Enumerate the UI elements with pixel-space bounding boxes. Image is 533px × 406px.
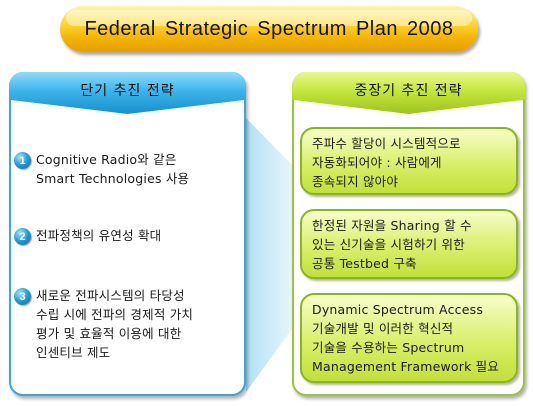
- mid-long-term-box-2-text: 한정된 자원을 Sharing 할 수 있는 신기술을 시험하기 위한 공통 T…: [312, 218, 472, 271]
- mid-long-term-box-3: Dynamic Spectrum Access 기술개발 및 이러한 혁신적 기…: [300, 293, 518, 383]
- mid-long-term-box-1-text: 주파수 할당이 시스템적으로 자동화되어야 : 사람에게 종속되지 않아야: [312, 136, 461, 189]
- short-term-item-3: 3 새로운 전파시스템의 타당성 수립 시에 전파의 경제적 가치 평가 및 효…: [14, 286, 239, 362]
- number-3-icon: 3: [14, 288, 31, 305]
- short-term-item-3-text: 새로운 전파시스템의 타당성 수립 시에 전파의 경제적 가치 평가 및 효율적…: [36, 288, 194, 360]
- number-2-icon: 2: [14, 228, 31, 245]
- title-banner: Federal Strategic Spectrum Plan 2008: [60, 6, 478, 52]
- mid-long-term-box-3-text: Dynamic Spectrum Access 기술개발 및 이러한 혁신적 기…: [312, 302, 500, 374]
- short-term-item-2-text: 전파정책의 유연성 확대: [36, 228, 162, 243]
- mid-long-term-header-label: 중장기 추진 전략: [354, 83, 463, 99]
- number-1-icon: 1: [14, 152, 31, 169]
- short-term-panel: [9, 72, 246, 396]
- mid-long-term-box-1: 주파수 할당이 시스템적으로 자동화되어야 : 사람에게 종속되지 않아야: [300, 127, 518, 195]
- short-term-item-1-text: Cognitive Radio와 같은 Smart Technologies 사…: [36, 152, 190, 186]
- mid-long-term-box-2: 한정된 자원을 Sharing 할 수 있는 신기술을 시험하기 위한 공통 T…: [300, 209, 518, 279]
- short-term-header-label: 단기 추진 전략: [80, 83, 175, 99]
- short-term-item-1: 1 Cognitive Radio와 같은 Smart Technologies…: [14, 150, 239, 188]
- short-term-item-2: 2 전파정책의 유연성 확대: [14, 226, 239, 245]
- page-title: Federal Strategic Spectrum Plan 2008: [84, 17, 454, 40]
